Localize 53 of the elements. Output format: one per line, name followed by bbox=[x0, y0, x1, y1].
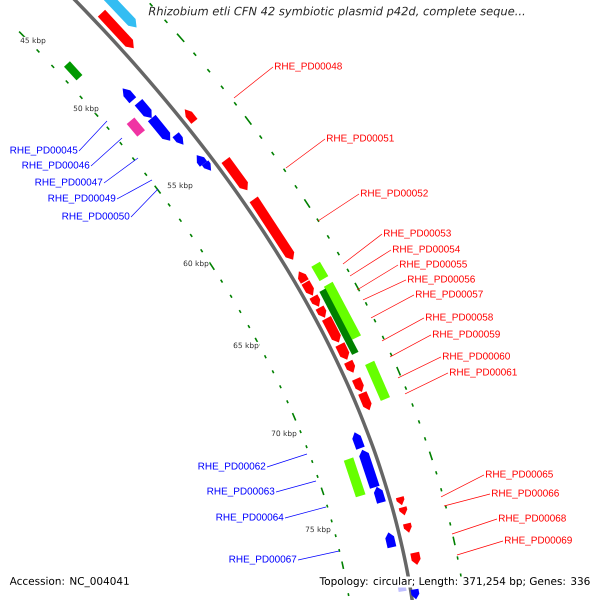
gene-label: RHE_PD00062 bbox=[198, 462, 266, 472]
gene-label: RHE_PD00054 bbox=[393, 246, 460, 254]
gene-label: RHE_PD00061 bbox=[450, 368, 517, 378]
gene-label: RHE_PD00060 bbox=[443, 352, 510, 362]
gene-label: RHE_PD00049 bbox=[48, 194, 116, 204]
leader-line bbox=[90, 138, 122, 166]
gene-label: RHE_PD00063 bbox=[208, 488, 274, 496]
gene-label: RHE_PD00068 bbox=[499, 514, 566, 524]
gene-label: RHE_PD00052 bbox=[361, 190, 428, 198]
gene-label: RHE_PD00051 bbox=[327, 134, 394, 144]
leader-line bbox=[318, 194, 360, 222]
gene-label: RHE_PD00047 bbox=[36, 178, 102, 188]
gene-label: RHE_PD00057 bbox=[416, 290, 483, 300]
gene-label: RHE_PD00056 bbox=[408, 276, 475, 284]
gene-label: RHE_PD00065 bbox=[486, 470, 553, 480]
leader-line bbox=[370, 294, 414, 318]
leader-line bbox=[398, 356, 442, 378]
gene-label: RHE_PD00069 bbox=[505, 536, 572, 546]
footer-text: Accession: NC_004041 bbox=[10, 576, 129, 588]
gene-label: RHE_PD00045 bbox=[10, 146, 78, 156]
gene-label: RHE_PD00046 bbox=[22, 162, 90, 170]
leader-line bbox=[130, 188, 158, 218]
leader-line bbox=[116, 180, 152, 200]
leader-line bbox=[266, 454, 308, 468]
leader-line bbox=[404, 372, 448, 394]
leader-line bbox=[234, 66, 274, 98]
gene-label: RHE_PD00064 bbox=[216, 514, 284, 522]
leader-line bbox=[356, 264, 398, 290]
gene-label: RHE_PD00053 bbox=[384, 230, 451, 238]
leader-line bbox=[452, 518, 498, 534]
leader-line bbox=[456, 540, 504, 556]
gene-label: RHE_PD00058 bbox=[426, 314, 493, 322]
leader-line bbox=[440, 474, 484, 498]
leader-line bbox=[78, 120, 108, 152]
gene-label: RHE_PD00050 bbox=[62, 212, 130, 222]
gene-label: RHE_PD00048 bbox=[275, 62, 342, 72]
map-title: Rhizobium etli CFN 42 symbiotic plasmid p42d, complete seque... bbox=[148, 6, 524, 18]
leader-line bbox=[276, 480, 316, 492]
gene-label: RHE_PD00055 bbox=[400, 260, 467, 270]
leader-line bbox=[286, 138, 326, 168]
gene-label: RHE_PD00059 bbox=[433, 330, 500, 340]
leader-line bbox=[350, 250, 392, 276]
leader-line bbox=[284, 506, 326, 518]
gene-label: RHE_PD00066 bbox=[492, 490, 559, 498]
leader-line bbox=[382, 318, 424, 342]
leader-line bbox=[390, 334, 432, 358]
leader-line bbox=[362, 280, 406, 300]
gene-label: RHE_PD00067 bbox=[230, 556, 296, 564]
leader-line bbox=[298, 550, 340, 560]
leader-line bbox=[444, 494, 490, 506]
leader-line bbox=[104, 158, 138, 184]
leader-line bbox=[342, 234, 382, 264]
footer-text: Topology: circular; Length: 371,254 bp; Genes: 336 bbox=[319, 576, 591, 588]
